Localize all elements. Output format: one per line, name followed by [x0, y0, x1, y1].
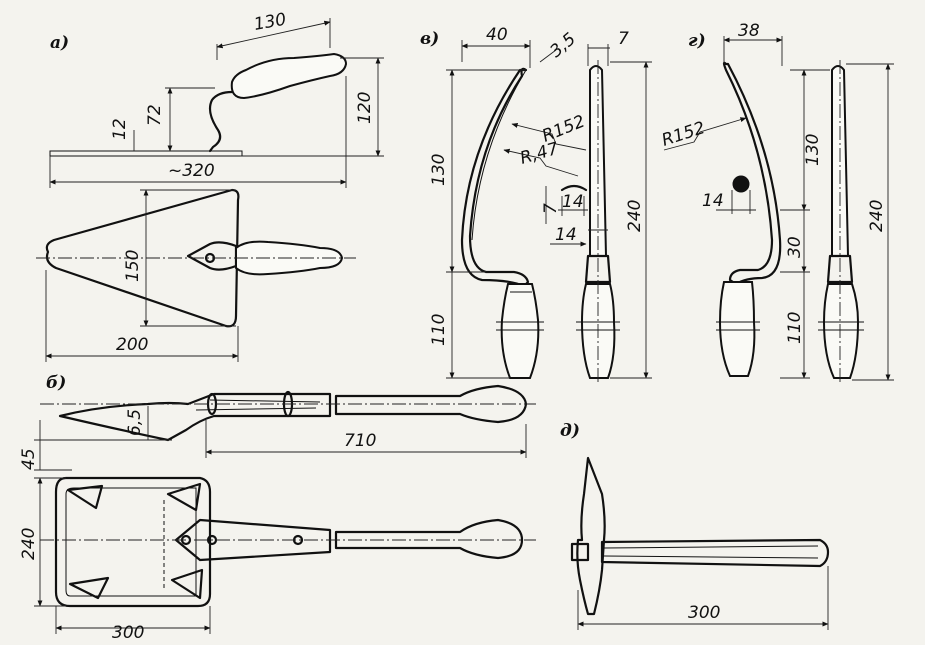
trowel-side-view: a) 130 72 12 120 ~320: [49, 10, 384, 188]
dim-40: 40: [486, 25, 508, 45]
dim-110-v: 110: [429, 314, 449, 346]
dim-120: 120: [355, 92, 375, 124]
dim-240-g: 240: [867, 200, 887, 232]
hammer-pick-head: [576, 456, 606, 616]
jointer-tool-g: г) 38 R152 14 130 30 110 240: [659, 21, 894, 384]
dim-38: 38: [738, 21, 760, 41]
dim-7-v: 7: [541, 203, 561, 214]
jointer2-handle-2: [822, 283, 860, 379]
shovel-blade-top: [54, 476, 212, 608]
trowel-neck: [186, 241, 238, 271]
dim-3-5: 3,5: [546, 29, 580, 62]
trowel-top-view: 150 200: [36, 188, 356, 362]
shovel-socket: [174, 518, 332, 562]
dim-300-shovel: 300: [112, 623, 144, 643]
trowel-blade-side: [49, 150, 243, 157]
dim-12: 12: [110, 118, 130, 140]
dim-30-g: 30: [785, 236, 805, 258]
dim-130-v: 130: [429, 154, 449, 186]
jointer2-rod-section: [732, 175, 750, 193]
dim-7-top: 7: [618, 29, 629, 49]
hammer-pick: д) 300: [560, 421, 830, 630]
dim-14-v2: 14: [555, 225, 577, 245]
section-label-d: д): [560, 421, 580, 441]
jointer-blade: [460, 67, 530, 288]
hammer-face: [570, 542, 590, 562]
section-label-a: a): [50, 33, 69, 53]
dim-r152-g: R152: [659, 118, 707, 151]
trowel-handle-side: [230, 52, 348, 100]
trowel-shank: [208, 90, 234, 153]
shovel-side-view: б) 6,5 710 45: [19, 373, 536, 471]
dim-150: 150: [123, 250, 143, 282]
section-label-v: в): [420, 29, 439, 49]
dim-200: 200: [116, 335, 148, 355]
shovel-handle-top: [334, 518, 524, 560]
dim-45: 45: [19, 448, 39, 470]
dim-710: 710: [344, 431, 376, 451]
dim-110-g: 110: [785, 312, 805, 344]
jointer-tool-v: в) 40 3,5 7 R152 R,47 130 110 7: [420, 25, 652, 384]
dim-130: 130: [252, 10, 287, 35]
dim-240-v: 240: [625, 200, 645, 232]
dim-72: 72: [145, 104, 165, 126]
hammer-handle: [600, 538, 830, 568]
dim-300-hammer: 300: [688, 603, 720, 623]
dim-14-g: 14: [702, 191, 724, 211]
dim-130-g: 130: [803, 134, 823, 166]
jointer-profile-section: [560, 184, 588, 192]
dim-240-shovel: 240: [19, 528, 39, 560]
dim-320: ~320: [168, 161, 215, 181]
jointer2-blade: [722, 61, 782, 286]
section-label-g: г): [688, 31, 706, 51]
jointer2-handle-1: [718, 281, 756, 377]
dim-r47: R,47: [518, 139, 561, 169]
shovel-top-view: 240 300: [19, 476, 536, 643]
jointer-handle-v1: [500, 283, 540, 379]
dim-14-v1: 14: [562, 192, 584, 212]
dim-6-5: 6,5: [125, 409, 145, 436]
section-label-b: б): [46, 373, 66, 393]
shovel-blade-side: [58, 392, 332, 442]
